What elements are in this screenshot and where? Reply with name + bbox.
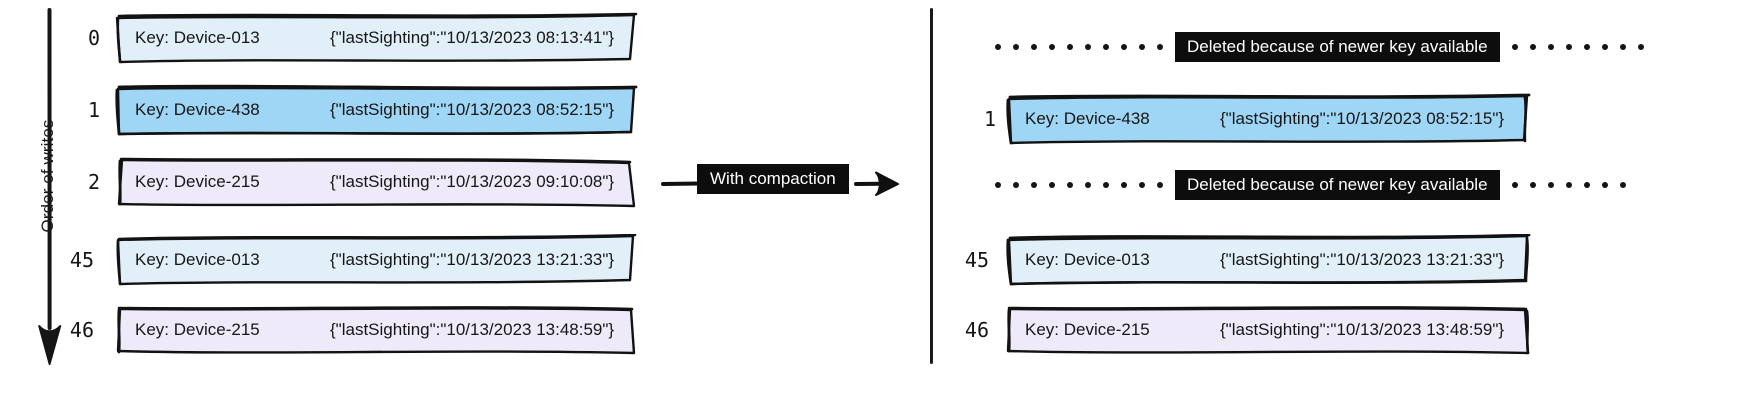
record-content: Key: Device-013 {"lastSighting":"10/13/2… [110,12,638,64]
log-row: 45 Key: Device-013 {"lastSighting":"10/1… [60,234,638,286]
with-compaction-label: With compaction [697,164,849,194]
row-index: 0 [87,26,100,50]
record-box[interactable]: Key: Device-438 {"lastSighting":"10/13/2… [110,84,638,136]
record-content: Key: Device-013 {"lastSighting":"10/13/2… [1000,234,1532,286]
order-of-writes-label: Order of writes [38,119,57,233]
log-row: 2 Key: Device-215 {"lastSighting":"10/13… [66,156,638,208]
deleted-label: Deleted because of newer key available [1175,170,1500,200]
record-content: Key: Device-215 {"lastSighting":"10/13/2… [1000,304,1532,356]
record-content: Key: Device-438 {"lastSighting":"10/13/2… [110,84,638,136]
record-box-outline [1006,306,1530,355]
log-row: 0 Key: Device-013 {"lastSighting":"10/13… [66,12,638,64]
deleted-annotation: Deleted because of newer key available [995,32,1644,62]
record-value: {"lastSighting":"10/13/2023 13:21:33"} [1220,250,1505,269]
log-row: 46 Key: Device-215 {"lastSighting":"10/1… [60,304,638,356]
record-box-outline [1006,234,1531,286]
record-box[interactable]: Key: Device-215 {"lastSighting":"10/13/2… [110,156,638,208]
record-box-outline [117,157,636,208]
record-value: {"lastSighting":"10/13/2023 08:13:41"} [330,28,615,47]
record-box[interactable]: Key: Device-215 {"lastSighting":"10/13/2… [110,304,638,356]
record-key: Key: Device-013 [1025,250,1150,269]
row-index: 1 [983,107,996,131]
row-index: 46 [69,318,94,342]
record-key: Key: Device-013 [135,250,260,269]
dotted-leader-right [1511,32,1656,62]
record-value: {"lastSighting":"10/13/2023 08:52:15"} [1220,109,1505,128]
log-row: 45 Key: Device-013 {"lastSighting":"10/1… [955,234,1532,286]
with-compaction-arrow: With compaction [660,160,900,204]
record-box-outline [115,84,638,136]
row-index: 45 [69,248,94,272]
right-arrow-icon [661,171,899,196]
dotted-leader-right [1511,170,1638,200]
deleted-annotation: Deleted because of newer key available [995,170,1626,200]
record-key: Key: Device-438 [135,100,260,119]
record-box-outline [116,306,636,355]
record-key: Key: Device-013 [135,28,260,47]
record-content: Key: Device-215 {"lastSighting":"10/13/2… [110,156,638,208]
log-row: 46 Key: Device-215 {"lastSighting":"10/1… [955,304,1532,356]
down-arrow-icon [38,8,62,365]
record-box[interactable]: Key: Device-013 {"lastSighting":"10/13/2… [110,234,638,286]
row-index: 45 [964,248,989,272]
record-key: Key: Device-215 [135,172,260,191]
log-row: 1 Key: Device-438 {"lastSighting":"10/13… [962,93,1532,145]
row-index: 1 [87,98,100,122]
record-value: {"lastSighting":"10/13/2023 13:21:33"} [330,250,615,269]
record-value: {"lastSighting":"10/13/2023 08:52:15"} [330,100,615,119]
record-key: Key: Device-215 [135,320,260,339]
row-index: 46 [964,318,989,342]
deleted-label: Deleted because of newer key available [1175,32,1500,62]
row-index: 2 [87,170,100,194]
record-box-outline [115,12,638,64]
record-key: Key: Device-215 [1025,320,1150,339]
record-value: {"lastSighting":"10/13/2023 09:10:08"} [330,172,615,191]
dotted-leader-left [995,32,1175,62]
record-value: {"lastSighting":"10/13/2023 13:48:59"} [1220,320,1505,339]
record-content: Key: Device-438 {"lastSighting":"10/13/2… [1000,93,1532,145]
log-row: 1 Key: Device-438 {"lastSighting":"10/13… [66,84,638,136]
record-box[interactable]: Key: Device-215 {"lastSighting":"10/13/2… [1000,304,1532,356]
record-content: Key: Device-215 {"lastSighting":"10/13/2… [110,304,638,356]
record-key: Key: Device-438 [1025,109,1150,128]
record-value: {"lastSighting":"10/13/2023 13:48:59"} [330,320,615,339]
order-of-writes-axis: Order of writes [36,8,66,366]
record-content: Key: Device-013 {"lastSighting":"10/13/2… [110,234,638,286]
panel-divider [930,8,933,364]
record-box-outline [1006,93,1531,145]
record-box[interactable]: Key: Device-013 {"lastSighting":"10/13/2… [110,12,638,64]
dotted-leader-left [995,170,1175,200]
record-box-outline [116,234,637,286]
record-box[interactable]: Key: Device-438 {"lastSighting":"10/13/2… [1000,93,1532,145]
record-box[interactable]: Key: Device-013 {"lastSighting":"10/13/2… [1000,234,1532,286]
